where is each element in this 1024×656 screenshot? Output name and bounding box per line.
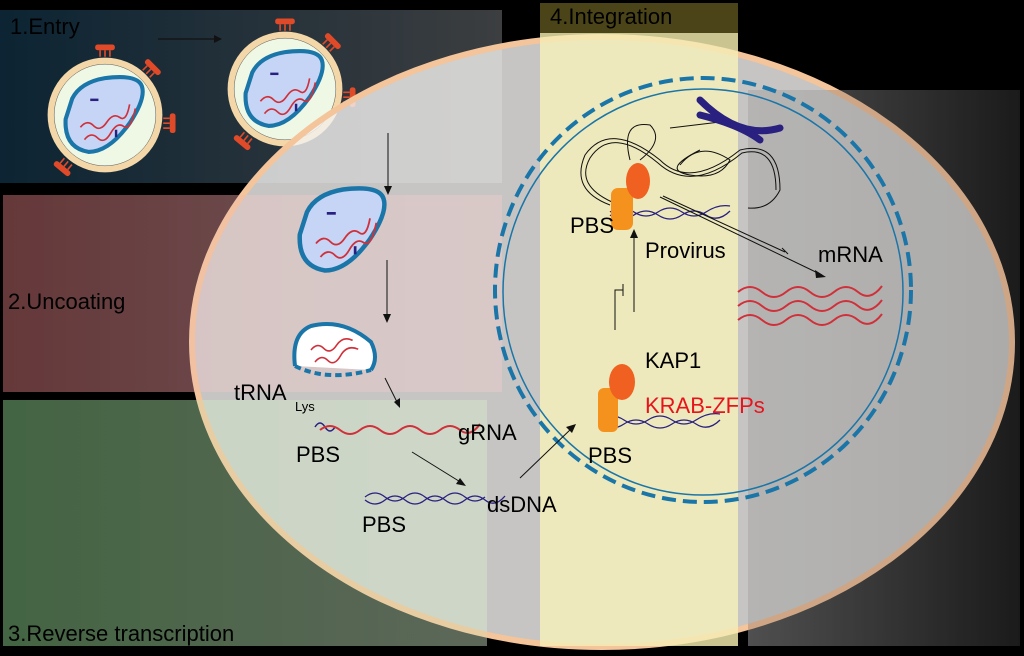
integrated-dna — [599, 412, 721, 425]
provirus-label: Provirus — [645, 238, 726, 263]
uncoating-capsid-icon — [292, 322, 377, 378]
kap1-shape — [609, 364, 635, 400]
kap1-label: KAP1 — [645, 348, 701, 373]
dsdna-label: dsDNA — [487, 492, 557, 517]
stage-uncoating-label: 2.Uncoating — [8, 289, 125, 314]
repression-bar — [614, 284, 624, 330]
pbs-label-grna: PBS — [296, 442, 340, 467]
mrna-strands — [737, 285, 883, 326]
stage-entry-label: 1.Entry — [10, 14, 80, 39]
stage-reverse-transcription-label: 3.Reverse transcription — [8, 621, 234, 646]
grna-strand — [319, 423, 481, 435]
trna-label: tRNA — [234, 380, 287, 405]
grna-label: gRNA — [458, 420, 517, 445]
krab-zfp-shape — [598, 388, 618, 432]
mrna-label: mRNA — [818, 242, 883, 267]
pbs-label-provirus: PBS — [570, 213, 614, 238]
chromatin-icon — [580, 121, 781, 209]
pbs-label-dsdna: PBS — [362, 512, 406, 537]
dsdna-strand — [364, 492, 486, 502]
nuclear-envelope-inner — [502, 88, 904, 496]
chromosome-icon — [696, 96, 784, 144]
stage-integration-label: 4.Integration — [550, 4, 672, 29]
nuclear-envelope-outer — [493, 76, 913, 504]
pbs-label-integrated: PBS — [588, 443, 632, 468]
integration-highlight — [540, 33, 738, 646]
krab-zfps-label: KRAB-ZFPs — [645, 393, 765, 418]
trna-sub-label: Lys — [295, 399, 315, 414]
